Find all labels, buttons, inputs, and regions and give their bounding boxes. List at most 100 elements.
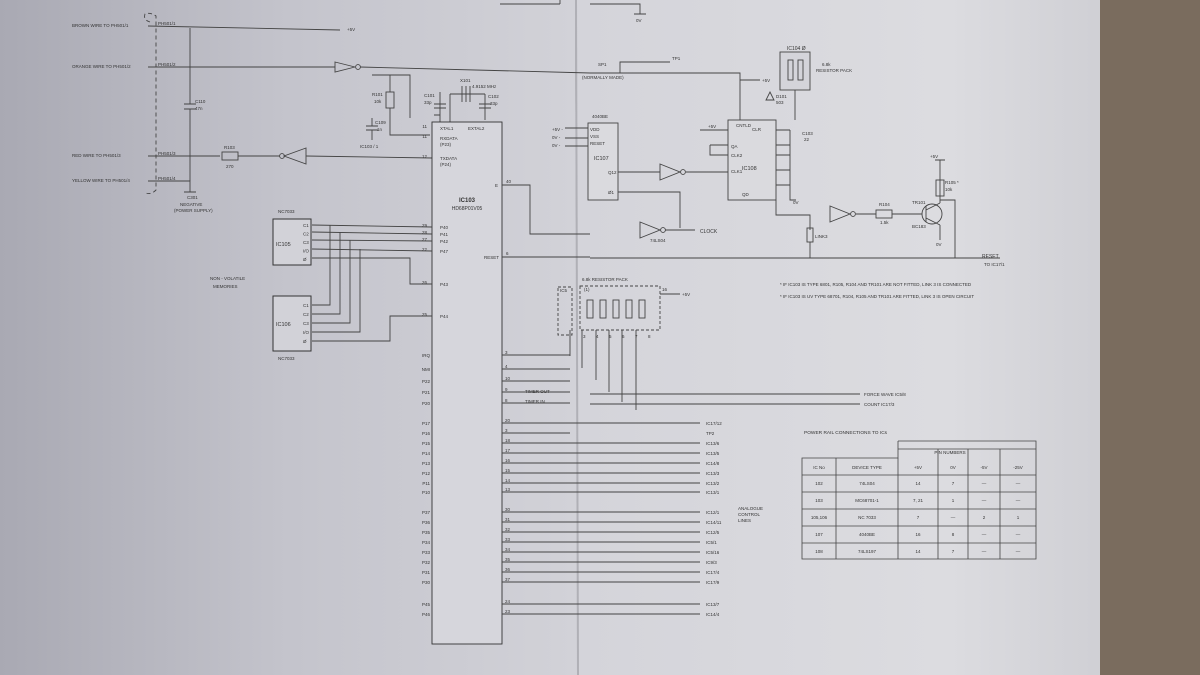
port-destination: IC13/1 [706, 490, 720, 495]
port-pin-number: 3 [505, 350, 508, 355]
ic103-pin-name: P42 [440, 239, 449, 244]
transistor-type: BC183 [912, 224, 926, 229]
nvm-pin: C3 [303, 321, 309, 326]
ic103-pin-name: P44 [440, 314, 449, 319]
nvm-pin: Ø [303, 339, 307, 344]
power-table-header: DEVICE TYPE [852, 465, 882, 470]
reset-dest: TO IC17/1 [984, 262, 1005, 267]
ic103-pin-number: 29 [422, 223, 428, 228]
nvm-pin: C2 [303, 232, 309, 237]
connector-pin-label: PH501/3 [158, 151, 176, 156]
port-pin-number: 36 [505, 567, 511, 572]
port-destination: IC9/3 [706, 560, 717, 565]
rail-label: +5V [762, 78, 770, 83]
pack-label: 6.8k [822, 62, 831, 67]
power-table-cell: — [1016, 498, 1021, 503]
nvm-label: NON - VOLATILE [210, 276, 245, 281]
resistor-label: R101 [372, 92, 383, 97]
port-pin-number: 8 [505, 398, 508, 403]
power-table-cell: — [951, 515, 956, 520]
port-pin-number: 31 [505, 517, 511, 522]
port-name: P17 [422, 421, 431, 426]
port-destination: IC14/11 [706, 520, 722, 525]
power-table-cell: 102 [815, 481, 823, 486]
power-table-cell: 4040BE [859, 532, 875, 537]
ic103-part: HD68P01V05 [452, 206, 483, 212]
port-name: IRQ [422, 353, 431, 358]
port-pin-number: 14 [505, 478, 511, 483]
resistor-label: R104 [879, 202, 890, 207]
analogue-label: ANALOGUE [738, 506, 763, 511]
power-table-cell: 74LS04 [859, 481, 875, 486]
capacitor-label: C110 [195, 99, 206, 104]
rail-label: +5V [347, 27, 355, 32]
link-note: (NORMALLY MADE) [582, 75, 624, 80]
power-table-cell: 2 [983, 515, 986, 520]
port-name: P12 [422, 471, 431, 476]
ic103-pin-name: P47 [440, 249, 449, 254]
resistor-label: R103 [224, 145, 235, 150]
connector-wire-label: RED WIRE TO PH501/3 [72, 153, 121, 158]
ic5-pin: 5 [609, 334, 612, 339]
capacitor-label: C101 [424, 93, 435, 98]
port-pin-number: 33 [505, 537, 511, 542]
port-name: P14 [422, 451, 431, 456]
port-pin-number: 3 [505, 428, 508, 433]
port-pin-number: 4 [505, 364, 508, 369]
capacitor-value: 22 [804, 137, 810, 142]
port-destination: IC13/2 [706, 481, 720, 486]
connector-pin-label: PH501/1 [158, 21, 176, 26]
ic103-pin-number: 26 [422, 280, 428, 285]
port-name: P34 [422, 540, 431, 545]
power-table-cell: — [1016, 481, 1021, 486]
footnote: * IF IC103 IS TYPE 6801, R105, R104 AND … [780, 282, 972, 287]
port-pin-number: 32 [505, 527, 511, 532]
ic108-pin: CNTLD [736, 123, 752, 128]
nvm-pin: C2 [303, 312, 309, 317]
ic103-pin-name: (P24) [440, 162, 452, 167]
port-name: P32 [422, 560, 431, 565]
ic5-pack-title: 6.8k RESISTOR PACK [582, 277, 628, 282]
connector-wire-label: YELLOW WIRE TO PH501/4 [72, 178, 130, 183]
power-table-cell: 1 [1017, 515, 1020, 520]
port-destination: IC13/6 [706, 441, 720, 446]
power-table-cell: — [982, 498, 987, 503]
port-pin-number: 24 [505, 599, 511, 604]
resistor-value: 10k [945, 187, 953, 192]
ic103-pin-number: 28 [422, 230, 428, 235]
nvm-label: MEMORIES [213, 284, 238, 289]
port-name: P11 [422, 481, 430, 486]
clock-label: CLOCK [700, 229, 718, 235]
port-name: P36 [422, 520, 431, 525]
capacitor-label: C301 [187, 195, 198, 200]
port-name: P35 [422, 530, 431, 535]
wiring [143, 0, 1000, 645]
ic103-pin-name: P41 [440, 232, 449, 237]
testpoint-label: TP1 [672, 56, 681, 61]
ic5-pin: 4 [596, 334, 599, 339]
power-table-cell: NC 7033 [858, 515, 876, 520]
ic108-pin: CLR [752, 127, 762, 132]
port-destination: IC13/5 [706, 451, 720, 456]
ic5-pin: 7 [635, 334, 638, 339]
ic105-body [272, 218, 312, 266]
footnote: * IF IC103 IS UV TYPE 68701, R104, R105 … [780, 294, 974, 299]
rail-label: 0V - [552, 135, 561, 140]
rail-label: 0V - [552, 143, 561, 148]
port-destination: IC14/8 [706, 461, 720, 466]
ic108-pin: CLK1 [731, 169, 743, 174]
port-destination: IC13/3 [706, 471, 720, 476]
link-label: LINK3 [815, 234, 828, 239]
power-table-cell: 107 [815, 532, 823, 537]
ic103-pin-name: RESET [484, 255, 499, 260]
ic103-pin-name: TXDATA [440, 156, 457, 161]
pack-label: RESISTOR PACK [816, 68, 852, 73]
ic103-name: IC103 [459, 198, 476, 204]
port-pin-number: 15 [505, 468, 511, 473]
crystal-value: 4.9152 MHz [472, 84, 497, 89]
port-destination: TP2 [706, 431, 715, 436]
count-label: COUNT IC17/3 [864, 402, 895, 407]
ic103-pin-name: (P23) [440, 142, 452, 147]
ic106-body [272, 295, 312, 352]
